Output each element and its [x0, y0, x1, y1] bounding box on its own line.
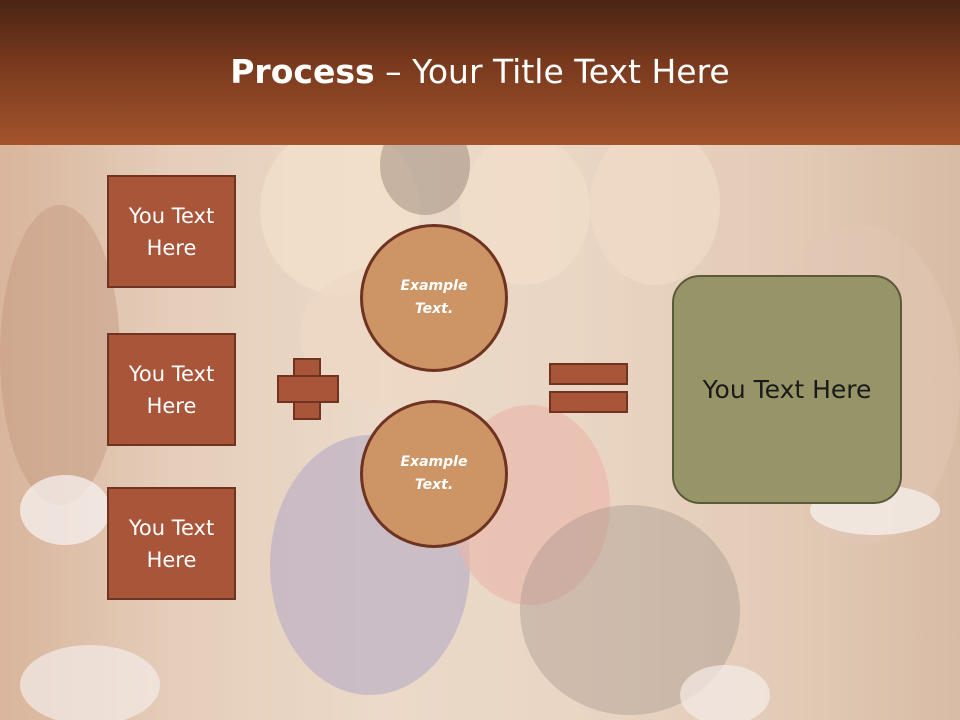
text-box-1[interactable]: You Text Here [107, 175, 236, 288]
title-rest: – Your Title Text Here [374, 52, 730, 91]
text-box-2-label: You Text Here [128, 361, 215, 418]
text-box-3[interactable]: You Text Here [107, 487, 236, 600]
text-box-2[interactable]: You Text Here [107, 333, 236, 446]
example-circle-1[interactable]: Example Text. [360, 224, 508, 372]
text-box-3-label: You Text Here [128, 515, 215, 572]
example-circle-2-label: Example Text. [400, 454, 468, 493]
title-bar: Process – Your Title Text Here [0, 0, 960, 145]
example-circle-2[interactable]: Example Text. [360, 400, 508, 548]
text-box-1-label: You Text Here [128, 203, 215, 260]
title-bold: Process [230, 52, 375, 91]
result-box[interactable]: You Text Here [672, 275, 902, 504]
example-circle-1-label: Example Text. [400, 278, 468, 317]
slide-title: Process – Your Title Text Here [0, 52, 960, 91]
result-box-label: You Text Here [702, 375, 872, 404]
